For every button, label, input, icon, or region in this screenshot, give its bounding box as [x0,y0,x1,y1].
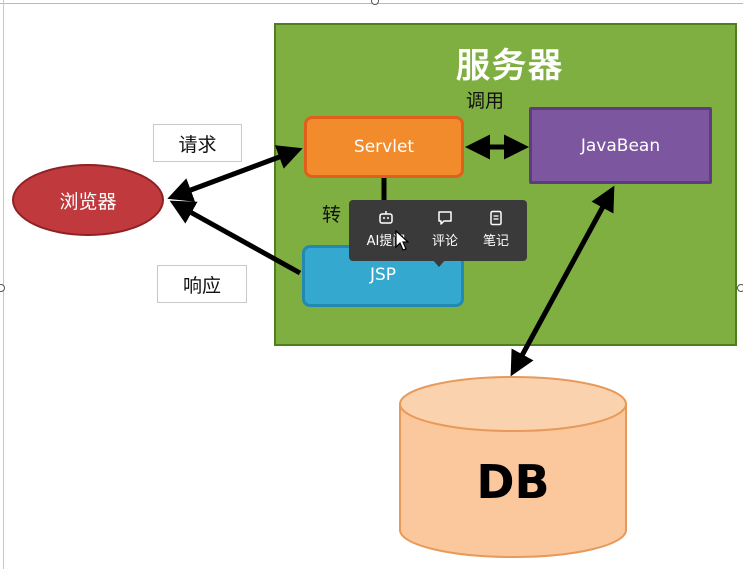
javabean-box: JavaBean [529,107,712,184]
comment-label: 评论 [431,234,458,249]
resize-handle-left[interactable] [0,284,5,292]
javabean-label: JavaBean [580,135,661,156]
servlet-label: Servlet [353,137,415,157]
jsp-label: JSP [369,265,397,285]
browser-label: 浏览器 [59,190,117,213]
response-arrow [169,200,302,276]
resize-handle-top[interactable] [371,0,379,5]
note-icon [490,210,502,226]
browser-ellipse: 浏览器 [12,164,164,236]
request-label: 请求 [178,133,217,156]
toolbar-caret [432,259,446,267]
call-label: 调用 [466,90,505,112]
servlet-box: Servlet [304,116,464,178]
server-title: 服务器 [456,46,564,86]
note-button[interactable]: 笔记 [468,200,524,261]
note-label: 笔记 [482,234,509,249]
robot-icon [379,211,393,224]
mouse-cursor-icon [395,230,410,251]
comment-button[interactable]: 评论 [417,200,473,261]
request-label-box: 请求 [153,124,242,162]
request-arrow [167,145,303,202]
comment-icon [438,211,452,225]
forward-label: 转 [322,204,342,226]
selection-toolbar [349,200,527,261]
db-cylinder [399,376,627,558]
db-arrow [510,185,615,377]
response-label: 响应 [182,274,221,297]
response-label-box: 响应 [157,265,247,303]
resize-handle-right[interactable] [737,284,743,292]
db-label: DB [476,455,550,509]
